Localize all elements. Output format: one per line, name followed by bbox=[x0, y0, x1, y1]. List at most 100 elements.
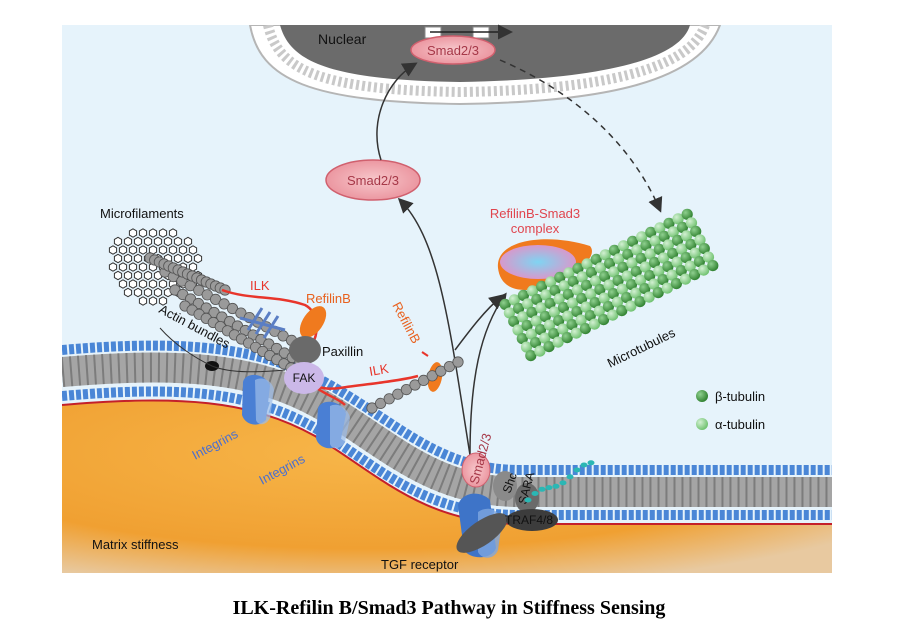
alpha-tubulin-bead bbox=[630, 287, 642, 299]
beta-tubulin-bead bbox=[530, 337, 542, 349]
alpha-tubulin-bead bbox=[508, 294, 520, 306]
mesh-cell bbox=[138, 228, 148, 238]
beta-tubulin-bead bbox=[676, 221, 689, 233]
beta-tubulin-bead bbox=[576, 292, 588, 305]
alpha-tubulin-bead bbox=[648, 278, 660, 290]
beta-tubulin-bead bbox=[499, 298, 511, 310]
actin-bead bbox=[452, 356, 464, 368]
tgf-receptor-label: TGF receptor bbox=[381, 557, 459, 572]
beta-tubulin-bead bbox=[622, 248, 634, 260]
traf-label: TRAF4/8 bbox=[505, 513, 553, 527]
beta-tubulin-bead bbox=[599, 270, 611, 282]
mesh-cell bbox=[193, 253, 203, 264]
alpha-tubulin-bead bbox=[672, 213, 684, 225]
actin-bead bbox=[417, 374, 430, 386]
alpha-tubulin-bead bbox=[526, 285, 539, 297]
alpha-tubulin-bead bbox=[617, 240, 630, 252]
beta-tubulin-bead bbox=[548, 328, 560, 340]
mesh-cell bbox=[143, 270, 153, 281]
alpha-tubulin-bead bbox=[702, 251, 715, 263]
mesh-cell bbox=[128, 279, 138, 289]
beta-tubulin-bead bbox=[662, 261, 674, 273]
mesh-cell bbox=[128, 228, 138, 238]
beta-tubulin-bead bbox=[645, 226, 657, 238]
mesh-cell bbox=[173, 236, 183, 247]
tail-bead bbox=[531, 491, 539, 496]
alpha-tubulin-bead bbox=[522, 298, 534, 310]
actin-bead bbox=[366, 402, 378, 414]
beta-tubulin-bead bbox=[670, 278, 683, 290]
alpha-tubulin-swatch bbox=[696, 418, 708, 430]
beta-tubulin-bead bbox=[639, 283, 651, 295]
beta-tubulin-bead bbox=[544, 297, 556, 309]
paxillin-label: Paxillin bbox=[322, 344, 363, 359]
mesh-cell bbox=[153, 236, 163, 247]
beta-tubulin-bead bbox=[585, 266, 598, 278]
alpha-tubulin-bead bbox=[616, 283, 629, 295]
fak-node bbox=[284, 362, 324, 394]
beta-tubulin-swatch bbox=[696, 390, 708, 402]
integrin-left bbox=[242, 374, 274, 425]
beta-tubulin-bead bbox=[617, 261, 629, 273]
pathway-diagram: Nuclear Smad2/3 Smad2/3 RefilinB-Smad3 c… bbox=[62, 24, 832, 573]
alpha-tubulin-bead bbox=[593, 305, 605, 317]
mesh-cell bbox=[138, 245, 148, 255]
cytoplasm-smad-label: Smad2/3 bbox=[347, 173, 399, 188]
cytoplasm-smad-oval bbox=[325, 159, 421, 201]
alpha-tubulin-bead bbox=[607, 309, 619, 321]
beta-tubulin-label: β-tubulin bbox=[715, 389, 765, 404]
mesh-cell bbox=[133, 270, 143, 281]
alpha-tubulin-bead bbox=[548, 306, 561, 318]
beta-tubulin-bead bbox=[571, 306, 583, 318]
beta-tubulin-bead bbox=[680, 252, 692, 264]
mesh-cell bbox=[173, 253, 183, 264]
beta-tubulin-bead bbox=[707, 260, 719, 272]
actin-bead bbox=[226, 302, 239, 315]
beta-tubulin-bead bbox=[630, 265, 642, 278]
microtubule-cylinder bbox=[499, 208, 719, 362]
tail-bead bbox=[587, 460, 595, 466]
alpha-tubulin-bead bbox=[635, 274, 647, 286]
extracellular-matrix bbox=[62, 400, 832, 573]
beta-tubulin-bead bbox=[652, 287, 664, 299]
beta-tubulin-bead bbox=[562, 288, 574, 300]
beta-tubulin-bead bbox=[658, 230, 670, 242]
beta-tubulin-bead bbox=[543, 341, 555, 353]
alpha-tubulin-bead bbox=[558, 280, 570, 292]
beta-tubulin-bead bbox=[517, 289, 530, 301]
beta-tubulin-bead bbox=[539, 310, 551, 323]
alpha-tubulin-bead bbox=[671, 256, 683, 268]
alpha-tubulin-bead bbox=[539, 332, 551, 344]
alpha-tubulin-bead bbox=[661, 282, 673, 294]
mesh-cell bbox=[113, 236, 123, 247]
tail-bead bbox=[538, 486, 546, 492]
beta-tubulin-bead bbox=[561, 332, 573, 344]
beta-tubulin-bead bbox=[526, 306, 538, 318]
actin-crosslinker bbox=[239, 307, 286, 339]
tail-bead bbox=[524, 497, 532, 503]
alpha-tubulin-bead bbox=[535, 302, 547, 314]
beta-tubulin-bead bbox=[671, 234, 684, 246]
alpha-tubulin-bead bbox=[520, 341, 533, 353]
beta-tubulin-bead bbox=[635, 252, 647, 264]
alpha-tubulin-bead bbox=[553, 293, 565, 305]
complex-label-line2: complex bbox=[511, 221, 560, 236]
beta-tubulin-bead bbox=[567, 275, 579, 287]
mesh-cell bbox=[148, 279, 158, 289]
beta-tubulin-bead bbox=[579, 323, 592, 335]
mesh-cell bbox=[168, 228, 178, 238]
mesh-cell bbox=[133, 253, 143, 264]
beta-tubulin-bead bbox=[516, 333, 528, 345]
mesh-cell bbox=[178, 245, 188, 255]
beta-tubulin-bead bbox=[608, 244, 621, 256]
beta-tubulin-bead bbox=[685, 238, 697, 251]
alpha-tubulin-bead bbox=[570, 327, 582, 339]
pathway-arrows bbox=[376, 59, 663, 456]
beta-tubulin-bead bbox=[640, 239, 652, 251]
beta-tubulin-bead bbox=[536, 280, 548, 292]
alpha-tubulin-bead bbox=[598, 292, 610, 304]
alpha-tubulin-bead bbox=[631, 244, 643, 256]
alpha-tubulin-bead bbox=[685, 217, 698, 229]
alpha-tubulin-bead bbox=[666, 269, 678, 281]
actin-bead bbox=[383, 393, 395, 405]
